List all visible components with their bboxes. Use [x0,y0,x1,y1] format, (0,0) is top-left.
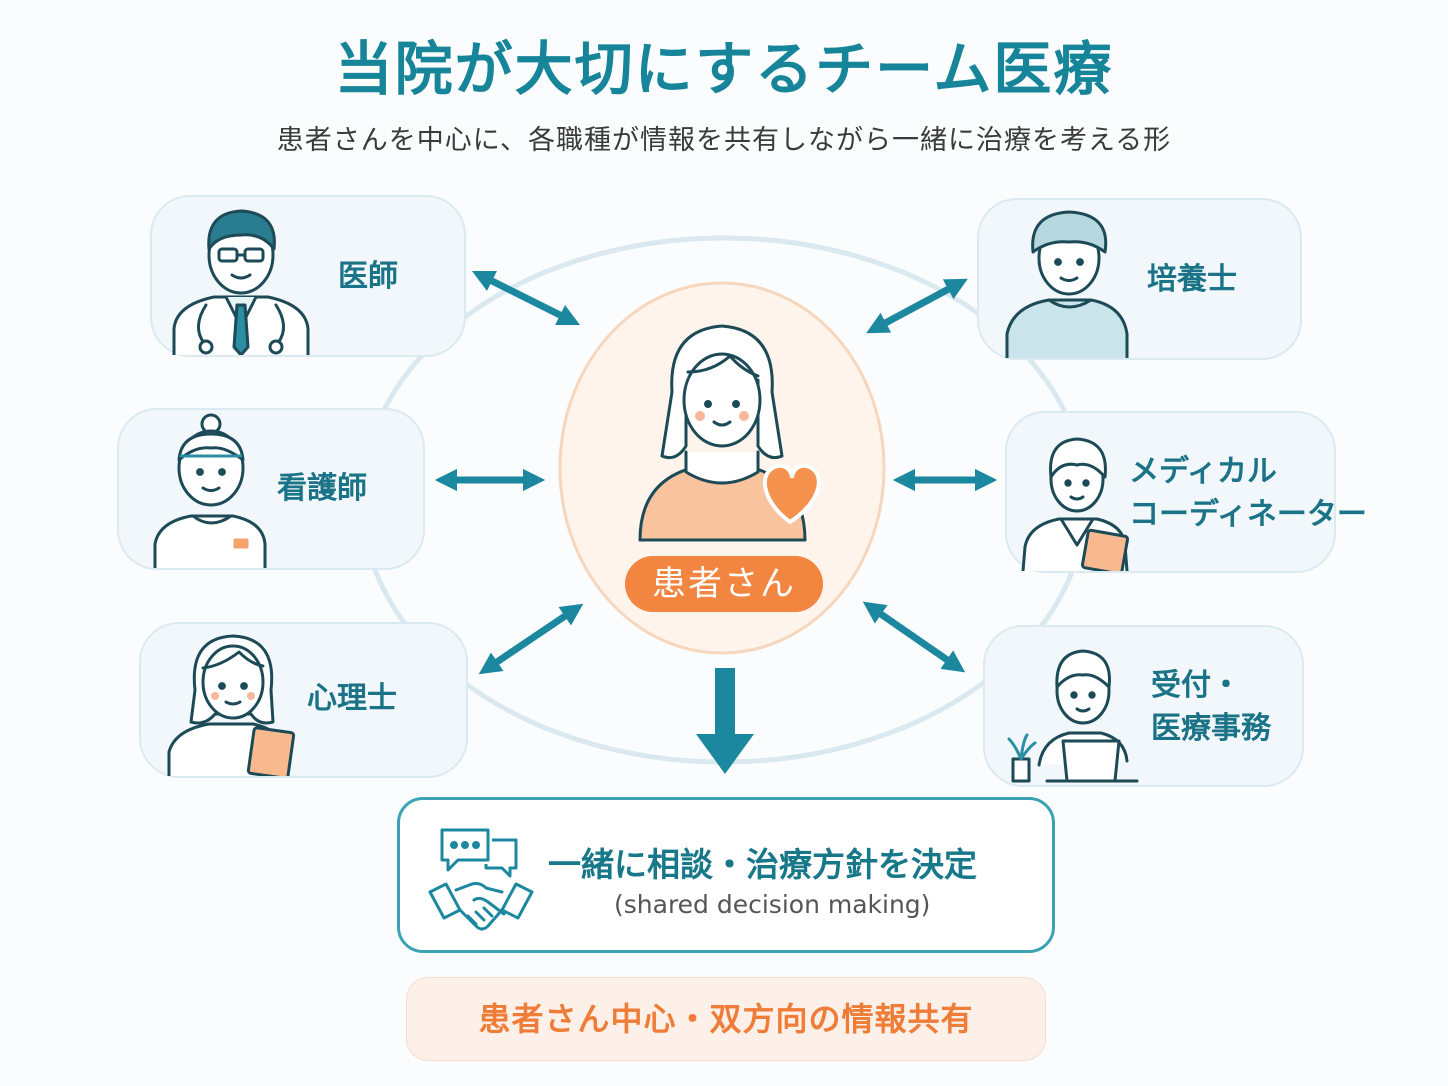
arrow-reception [862,601,966,673]
doctor-avatar [172,209,310,355]
card-coordinator: メディカル コーディネーター [1005,411,1367,573]
arrow-doctor [471,270,581,326]
arrow-psychologist [478,603,584,675]
page-subtitle: 患者さんを中心に、各職種が情報を共有しながら一緒に治療を考える形 [276,125,1172,156]
coordinator-avatar [1021,437,1130,571]
psychologist-avatar [167,634,296,776]
decision-subtitle: (shared decision making) [614,890,931,919]
card-doctor: 医師 [150,195,466,357]
heart-icon [762,463,821,525]
role-label-cultivator: 培養士 [1147,262,1237,297]
bottom-banner: 患者さん中心・双方向の情報共有 [406,977,1046,1061]
role-label-psychologist: 心理士 [307,681,397,716]
page-title: 当院が大切にするチーム医療 [334,35,1114,103]
coordinator-line-1: メディカル [1129,454,1277,489]
card-reception: 受付・ 医療事務 [983,625,1304,787]
decision-box: 一緒に相談・治療方針を決定 (shared decision making) [397,797,1055,953]
card-psychologist: 心理士 [139,622,468,778]
reception-line-2: 医療事務 [1151,710,1271,746]
reception-line-1: 受付・ [1151,668,1241,703]
patient-label: 患者さん [625,556,823,612]
role-label-doctor: 医師 [338,259,398,294]
chat-icon [440,828,518,878]
card-nurse: 看護師 [117,408,425,570]
cultivator-avatar [1005,210,1129,358]
coordinator-line-2: コーディネーター [1129,496,1367,532]
nurse-avatar [153,413,267,568]
handshake-icon [428,882,534,931]
arrow-cultivator [866,278,968,334]
decision-title: 一緒に相談・治療方針を決定 [548,845,977,884]
role-label-reception: 受付・ 医療事務 [1151,665,1271,750]
reception-avatar [1007,649,1139,783]
role-label-nurse: 看護師 [277,471,367,506]
arrow-down-icon [696,668,754,774]
role-label-coordinator: メディカル コーディネーター [1129,451,1367,536]
card-cultivator: 培養士 [977,198,1302,360]
